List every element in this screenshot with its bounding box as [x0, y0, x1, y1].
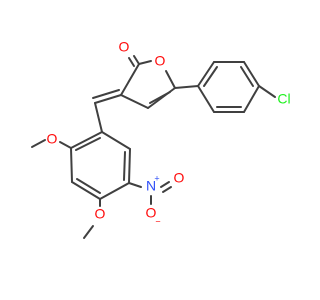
bond-ar-o-upper	[59, 141, 72, 149]
bond-ar-n	[128, 182, 142, 188]
bond-ph-cl	[258, 85, 276, 98]
carbonyl-oxygen-label: O	[119, 39, 130, 55]
bond-ar-5	[128, 148, 131, 184]
bond-o1-c5	[165, 70, 176, 89]
bond-ph-1-inner	[203, 66, 218, 87]
nitro-oxygen-right-label: O	[174, 170, 185, 186]
bond-ph-3	[243, 61, 260, 87]
methoxy-oxygen-lower-label: O	[95, 206, 106, 222]
bond-ph-1	[197, 61, 215, 87]
bond-o-ch3-upper	[31, 139, 46, 148]
bond-c3-c2	[120, 63, 140, 96]
methoxy-oxygen-upper-label: O	[47, 131, 58, 147]
bond-ph-6	[197, 85, 215, 113]
bond-c2-o1	[138, 60, 152, 65]
bond-o-ch3-lower	[83, 225, 94, 239]
bond-ph-4	[243, 85, 260, 113]
ring-oxygen-label: O	[155, 53, 166, 69]
bond-c5-c4-inner	[149, 91, 171, 104]
bond-ar-6	[101, 131, 131, 150]
bond-ar-4	[99, 182, 130, 200]
bond-c4-c3	[120, 94, 149, 109]
bond-ar-3-inner	[76, 178, 101, 194]
molecule-structure: O O Cl O O N + O O −	[31, 39, 291, 239]
bond-ar-5-inner	[123, 151, 126, 181]
nitro-oxygen-charge: −	[155, 216, 160, 226]
bond-n-o-right-2	[162, 186, 172, 193]
atom-labels: O O Cl O O N + O O −	[47, 39, 291, 227]
nitro-nitrogen-charge: +	[154, 173, 159, 183]
bond-c3-methine-2	[92, 89, 120, 99]
bond-ar-3	[71, 181, 101, 200]
bond-c3-methine	[94, 94, 122, 104]
nitro-oxygen-bottom-label: O	[146, 205, 157, 221]
bond-ar-1	[70, 131, 103, 149]
bond-c5-ph	[174, 85, 199, 89]
bond-c5-c4	[147, 87, 176, 109]
nitro-nitrogen-label: N	[146, 178, 156, 194]
chlorine-label: Cl	[277, 91, 290, 107]
bonds	[31, 55, 276, 239]
bond-ph-3-inner	[240, 66, 254, 87]
bond-methine-aryl	[94, 102, 103, 133]
bond-n-o-right	[160, 181, 170, 188]
bond-ar-1-inner	[75, 137, 101, 151]
bond-c2-carbonyl-o	[133, 55, 140, 65]
bond-ar-2	[70, 147, 73, 183]
bond-c2-carbonyl-o-2	[128, 57, 135, 67]
